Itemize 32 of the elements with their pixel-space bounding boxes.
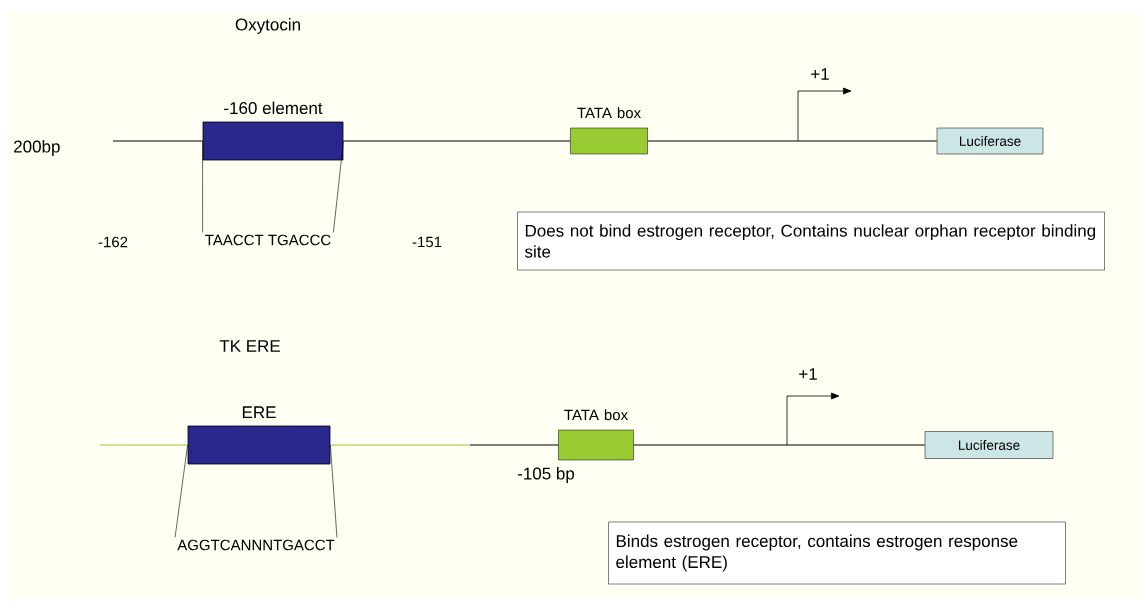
tata-box: TATA box — [558, 409, 634, 461]
tata-box: TATA box — [570, 107, 648, 155]
note-box: Does not bind estrogen receptor, Contains nuclear orphan receptor binding site — [517, 211, 1105, 271]
position-label: -162 — [98, 236, 128, 248]
dna-line — [329, 444, 559, 446]
reporter-gene-box: Luciferase — [924, 431, 1054, 459]
start-site-label: +1 — [799, 368, 817, 380]
node-label: -160 element — [224, 101, 323, 115]
sequence-text: TAACCT TGACCC — [205, 234, 331, 246]
dna-line — [342, 140, 571, 142]
node-label: TATA box — [564, 409, 628, 421]
dna-line — [647, 140, 938, 142]
dna-line — [112, 140, 204, 142]
dna-line — [633, 444, 926, 446]
panel-title: Oxytocin — [235, 18, 300, 34]
element-box: -160 element — [202, 101, 344, 161]
sequence-text: AGGTCANNNTGACCT — [177, 539, 335, 551]
node-label: TATA box — [577, 107, 641, 119]
dna-line — [99, 444, 189, 446]
length-label: 200bp — [14, 140, 60, 156]
leader-line — [333, 140, 344, 233]
leader-line — [330, 444, 338, 538]
panel-title: TK ERE — [219, 340, 280, 352]
position-label: -151 — [412, 236, 442, 248]
reporter-gene-box: Luciferase — [936, 127, 1044, 155]
leader-line — [202, 140, 203, 233]
length-label: -105 bp — [517, 467, 575, 483]
leader-line — [174, 444, 188, 538]
node-label: ERE — [242, 406, 276, 419]
note-box: Binds estrogen receptor, contains estrogen response element (ERE) — [608, 521, 1066, 585]
element-box: ERE — [187, 406, 331, 465]
start-site-label: +1 — [811, 68, 829, 80]
